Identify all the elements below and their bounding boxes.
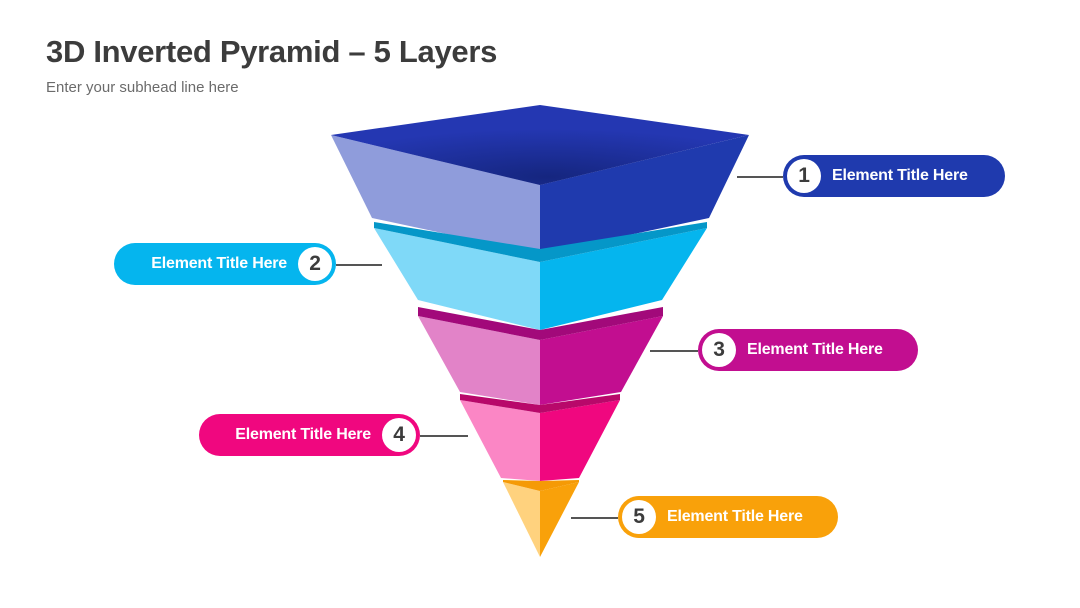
layer-title-3: Element Title Here: [747, 341, 883, 358]
layer-3-right-face: [540, 316, 663, 405]
layer-number-4: 4: [382, 418, 416, 452]
layer-label-2[interactable]: Element Title Here 2: [114, 243, 336, 285]
page-title: 3D Inverted Pyramid – 5 Layers: [46, 34, 498, 69]
layer-label-1[interactable]: 1 Element Title Here: [783, 155, 1005, 197]
layer-label-3[interactable]: 3 Element Title Here: [698, 329, 918, 371]
layer-1-right-face: [540, 135, 749, 254]
connector-line-2: [336, 264, 382, 266]
layer-title-5: Element Title Here: [667, 508, 803, 525]
layer-number-2: 2: [298, 247, 332, 281]
layer-title-2: Element Title Here: [151, 255, 287, 272]
layer-label-5[interactable]: 5 Element Title Here: [618, 496, 838, 538]
connector-line-1: [737, 176, 783, 178]
layer-5-left-face: [503, 482, 540, 557]
layer-title-4: Element Title Here: [235, 426, 371, 443]
layer-4-left-face: [460, 400, 540, 481]
layer-number-5: 5: [622, 500, 656, 534]
connector-line-5: [571, 517, 618, 519]
layer-3-top-face: [418, 307, 663, 340]
layer-1-top-shading: [331, 105, 749, 185]
layer-number-1: 1: [787, 159, 821, 193]
layer-number-3: 3: [702, 333, 736, 367]
layer-label-4[interactable]: Element Title Here 4: [199, 414, 420, 456]
page-subtitle: Enter your subhead line here: [46, 79, 239, 96]
layer-2-top-face: [374, 222, 707, 262]
layer-1-left-face: [331, 135, 540, 254]
layer-4-top-face: [460, 394, 620, 413]
layer-5-right-face: [540, 482, 579, 557]
layer-title-1: Element Title Here: [832, 167, 968, 184]
connector-line-3: [650, 350, 698, 352]
layer-3-left-face: [418, 316, 540, 405]
layer-5-top-face: [503, 480, 579, 491]
connector-line-4: [420, 435, 468, 437]
layer-4-right-face: [540, 400, 620, 481]
